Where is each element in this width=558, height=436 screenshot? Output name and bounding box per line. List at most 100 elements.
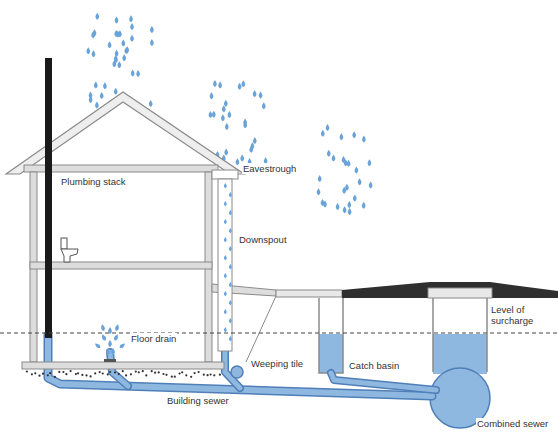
- rain-drop: [122, 54, 126, 61]
- water-drop: [229, 300, 232, 305]
- rain-drop: [95, 13, 99, 20]
- rain-drop: [225, 123, 229, 130]
- rain-drop: [318, 175, 322, 182]
- combined-sewer-label: Combined sewer: [476, 418, 549, 429]
- rain-drop: [368, 159, 372, 166]
- gravel: [207, 374, 209, 376]
- gravel: [34, 372, 36, 374]
- rain-drop: [323, 200, 327, 207]
- splash-drop: [101, 334, 107, 342]
- gravel: [58, 371, 60, 373]
- rain-drop: [136, 70, 140, 77]
- rain-drop: [149, 100, 153, 107]
- eavestrough: [212, 170, 238, 179]
- water-drop: [229, 210, 232, 215]
- floor-drain-label: Floor drain: [130, 333, 177, 344]
- gravel: [109, 371, 111, 373]
- floor-drain: [104, 359, 116, 362]
- gravel: [85, 374, 87, 376]
- rain-drop: [129, 15, 133, 22]
- rain-drop: [103, 82, 107, 89]
- sidewalk: [276, 290, 342, 297]
- gravel: [70, 370, 72, 372]
- rain-drop: [332, 155, 336, 162]
- manhole-shaft: [433, 298, 487, 372]
- downspout-label: Downspout: [238, 234, 288, 245]
- rain-drop: [222, 105, 226, 112]
- water-drop: [224, 237, 227, 242]
- gravel: [210, 373, 212, 375]
- gravel: [165, 374, 167, 376]
- rain-drop: [253, 137, 257, 144]
- rain-drop: [224, 100, 228, 107]
- catch-basin: [319, 298, 343, 373]
- gravel: [179, 372, 181, 374]
- gravel: [190, 376, 192, 378]
- gravel: [174, 376, 176, 378]
- rain-drop: [240, 154, 244, 161]
- surcharge-label: Level of surcharge: [490, 304, 554, 326]
- gravel: [102, 372, 104, 374]
- splash-drop: [114, 324, 119, 332]
- water-drop: [224, 183, 227, 188]
- gravel: [219, 374, 221, 376]
- gravel: [90, 375, 92, 377]
- rain-drop: [130, 35, 134, 42]
- gravel: [62, 371, 64, 373]
- water-drop: [229, 264, 232, 269]
- water-drop: [229, 192, 232, 197]
- gravel: [158, 371, 160, 373]
- rain-drop: [124, 47, 128, 54]
- rain-drop: [355, 166, 359, 173]
- main-floor: [30, 262, 212, 269]
- rain-drop: [347, 160, 351, 167]
- water-drop: [224, 255, 227, 260]
- gravel: [181, 371, 183, 373]
- plumbing-stack: [45, 58, 52, 338]
- rain-drop: [342, 156, 346, 163]
- rain-drop: [89, 96, 93, 103]
- rain-drop: [352, 131, 356, 138]
- gravel: [142, 370, 144, 372]
- gravel-bed: [26, 370, 221, 378]
- rain-drop: [121, 39, 125, 46]
- downspout: [218, 179, 232, 351]
- catch-basin-water: [319, 334, 343, 373]
- rain-drop: [236, 158, 240, 165]
- splash-drop: [119, 342, 127, 349]
- gravel: [77, 372, 79, 374]
- manhole-cover: [428, 288, 492, 298]
- eavestrough-label: Eavestrough: [242, 163, 297, 174]
- gravel: [49, 372, 51, 374]
- gravel: [154, 372, 156, 374]
- rain-drop: [92, 50, 96, 57]
- rain-drop: [347, 201, 351, 208]
- rain-drop: [345, 184, 349, 191]
- splash-drop: [94, 342, 102, 349]
- rain-drop: [115, 17, 119, 24]
- water-drop: [224, 201, 227, 206]
- gravel: [31, 373, 33, 375]
- gravel: [162, 373, 164, 375]
- gravel: [47, 374, 49, 376]
- rain-drop: [108, 41, 112, 48]
- rain-drop: [150, 26, 154, 33]
- rain-drop: [228, 111, 232, 118]
- water-drop: [224, 219, 227, 224]
- gravel: [203, 374, 205, 376]
- rain-drop: [251, 142, 255, 149]
- rain-drop: [100, 92, 104, 99]
- gravel: [94, 372, 96, 374]
- rain-drop: [259, 91, 263, 98]
- rain-drop: [327, 150, 331, 157]
- weeping-tile: [231, 366, 243, 378]
- rain-drop: [95, 102, 99, 109]
- water-drop: [229, 336, 232, 341]
- rain-drop: [86, 47, 90, 54]
- gravel: [114, 371, 116, 373]
- building-sewer-label: Building sewer: [166, 395, 230, 406]
- water-drop: [224, 291, 227, 296]
- gravel: [138, 371, 140, 373]
- rain-drop: [321, 130, 325, 137]
